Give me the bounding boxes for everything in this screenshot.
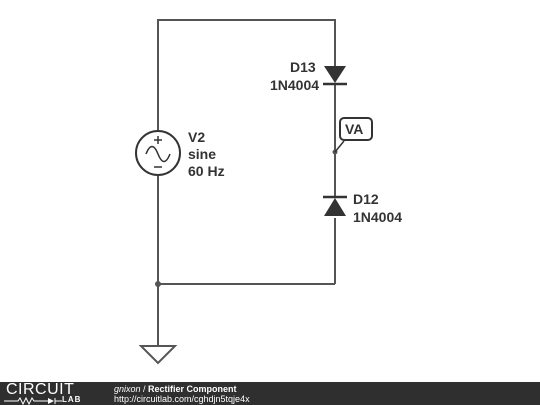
wire-left-top (157, 19, 336, 130)
source-type-label: sine (188, 146, 216, 162)
circuit-schematic: V2 sine 60 Hz D13 1N4004 D12 1N4004 VA (135, 19, 402, 365)
title-separator: / (140, 384, 149, 394)
logo-lab-text: LAB (62, 395, 82, 404)
sine-wave-icon (145, 145, 171, 163)
footer-bar: CIRCUIT LAB gnixon / Rectifier Component… (0, 382, 540, 405)
probe-leader (334, 140, 345, 153)
resistor-squiggle-icon (4, 396, 62, 405)
wires (157, 19, 336, 346)
probe-label: VA (345, 121, 363, 137)
ground-icon (138, 345, 178, 365)
logo-circuit-text: CIRCUIT (6, 381, 75, 398)
circuit-title[interactable]: Rectifier Component (148, 384, 237, 394)
author-name[interactable]: gnixon (114, 384, 141, 394)
source-name-label: V2 (188, 129, 205, 145)
circuit-url[interactable]: http://circuitlab.com/cghdjn5tqje4x (114, 394, 250, 404)
d13-part-label: 1N4004 (270, 77, 319, 93)
footer-info: gnixon / Rectifier Component http://circ… (114, 384, 250, 404)
diode-d12[interactable] (323, 195, 347, 216)
d13-name-label: D13 (290, 59, 316, 75)
voltage-probe-va[interactable]: VA (334, 117, 373, 153)
sine-voltage-source[interactable] (135, 130, 181, 176)
probe-box (339, 117, 373, 141)
source-frequency-label: 60 Hz (188, 163, 225, 179)
diode-d13[interactable] (323, 66, 347, 86)
d12-part-label: 1N4004 (353, 209, 402, 225)
footer-title-line: gnixon / Rectifier Component (114, 384, 250, 394)
d12-name-label: D12 (353, 191, 379, 207)
junction-dot-ground (155, 281, 161, 287)
circuitlab-logo[interactable]: CIRCUIT LAB (4, 381, 104, 405)
